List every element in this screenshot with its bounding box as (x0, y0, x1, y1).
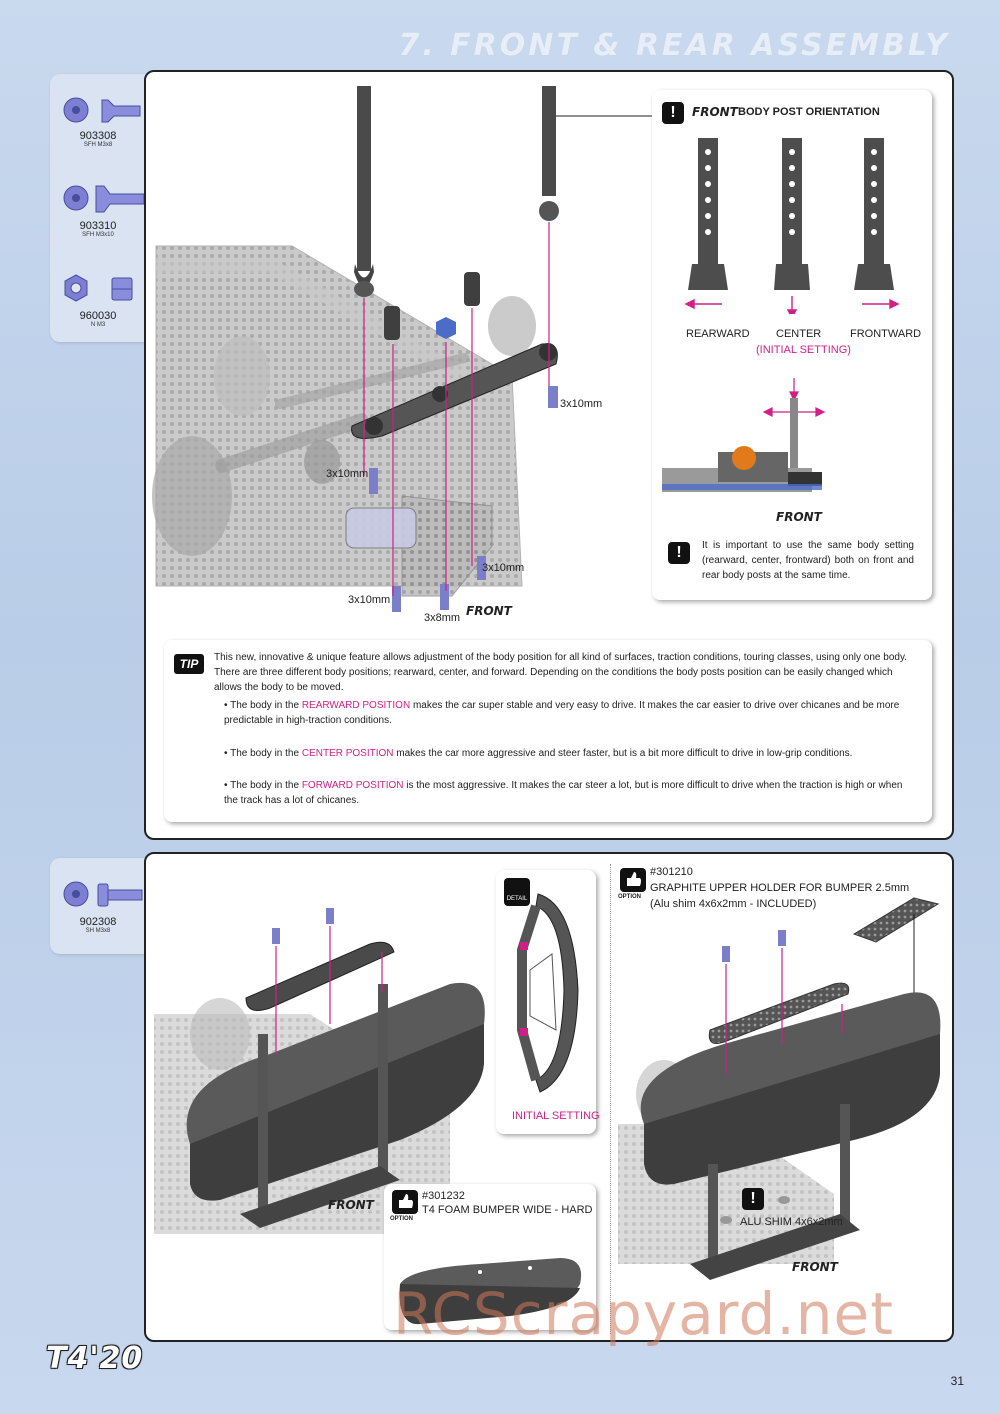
body-post-diagrams (684, 138, 900, 314)
screw-label: 3x10mm (348, 594, 391, 606)
part-desc: N M3 (90, 322, 106, 328)
screw-label: 3x10mm (482, 562, 525, 574)
part-desc: SH M3x8 (85, 928, 111, 934)
front-bumper-illustration-right (618, 897, 941, 1280)
warning-icon: ! (668, 542, 690, 564)
brand-logo: T4'20 (46, 1341, 144, 1376)
front-word: FRONT (692, 105, 738, 119)
part-desc: SFH M3x10 (82, 232, 114, 238)
assembly-panel-lower: FRONT DETAIL INITIAL SETTING OPTION #301… (144, 852, 954, 1342)
body-setting-note: It is important to use the same body set… (702, 540, 914, 581)
center-label: CENTER (776, 328, 822, 340)
option-badge: OPTION (390, 1216, 414, 1222)
thumbs-up-option-icon (620, 868, 646, 892)
front-bumper-illustration-left (154, 908, 485, 1234)
alu-shim-label: ALU SHIM 4x6x2mm (740, 1216, 843, 1228)
diagram-front-label: FRONT (776, 510, 822, 524)
tip-intro: This new, innovative & unique feature al… (214, 652, 907, 693)
countersunk-screw-icon (63, 97, 141, 123)
front-label: FRONT (466, 604, 512, 618)
part-number: 902308 (79, 916, 117, 928)
screw-label: 3x10mm (326, 468, 369, 480)
tip-callout: TIP This new, innovative & unique featur… (164, 640, 932, 822)
front-label: FRONT (792, 1260, 838, 1274)
front-label: FRONT (328, 1198, 374, 1212)
body-post-orientation-callout: ! FRONT BODY POST ORIENTATION (652, 90, 932, 600)
nut-icon (64, 274, 133, 302)
tip-bullet-center: • The body in the CENTER POSITION makes … (224, 748, 853, 759)
assembly-panel-upper: 3x10mm 3x10mm 3x10mm 3x10mm 3x8mm FRONT … (144, 70, 954, 840)
countersunk-screw-icon (63, 185, 145, 213)
option-part-line1: GRAPHITE UPPER HOLDER FOR BUMPER 2.5mm (650, 882, 910, 894)
parts-tab-bottom: 902308 SH M3x8 (50, 858, 146, 954)
page-number: 31 (950, 1374, 964, 1388)
car-side-diagram (662, 378, 826, 492)
part-number: 960030 (79, 310, 117, 322)
initial-setting-label: (INITIAL SETTING) (756, 344, 851, 356)
chassis-assembly-illustration (152, 86, 662, 612)
callout-title: BODY POST ORIENTATION (738, 106, 880, 118)
screw-label: 3x10mm (560, 398, 603, 410)
initial-setting-label: INITIAL SETTING (512, 1110, 600, 1122)
detail-callout: DETAIL INITIAL SETTING (496, 870, 600, 1134)
tip-badge: TIP (174, 654, 204, 674)
parts-tab-top: 903308 SFH M3x8 903310 SFH M3x10 960030 … (50, 74, 146, 342)
option-badge: OPTION (618, 894, 642, 900)
tip-bullet-forward: • The body in the FORWARD POSITION is th… (224, 780, 903, 806)
screw-label: 3x8mm (424, 612, 461, 624)
warning-icon: ! (742, 1188, 764, 1210)
option-part-line2: (Alu shim 4x6x2mm - INCLUDED) (650, 898, 817, 910)
frontward-label: FRONTWARD (850, 328, 922, 340)
foam-bumper-diagram (399, 1258, 582, 1325)
warning-icon: ! (662, 102, 684, 124)
upper-holder-detail-diagram (517, 893, 579, 1093)
part-desc: SFH M3x8 (83, 142, 113, 148)
option-part-number: #301232 (422, 1190, 465, 1202)
option-foam-bumper-callout: OPTION #301232 T4 FOAM BUMPER WIDE - HAR… (384, 1184, 596, 1330)
section-divider (610, 864, 611, 1334)
socket-screw-icon (63, 881, 143, 907)
watermark: RCScrapyard.net (393, 1280, 894, 1348)
option-part-name: T4 FOAM BUMPER WIDE - HARD (422, 1204, 593, 1216)
rearward-label: REARWARD (686, 328, 750, 340)
page-title: 7. FRONT & REAR ASSEMBLY (398, 28, 950, 63)
thumbs-up-option-icon (392, 1190, 418, 1214)
part-number: 903308 (79, 130, 117, 142)
detail-icon: DETAIL (504, 878, 530, 906)
part-number: 903310 (79, 220, 117, 232)
tip-bullet-rearward: • The body in the REARWARD POSITION make… (224, 700, 900, 726)
option-part-number: #301210 (650, 866, 693, 878)
